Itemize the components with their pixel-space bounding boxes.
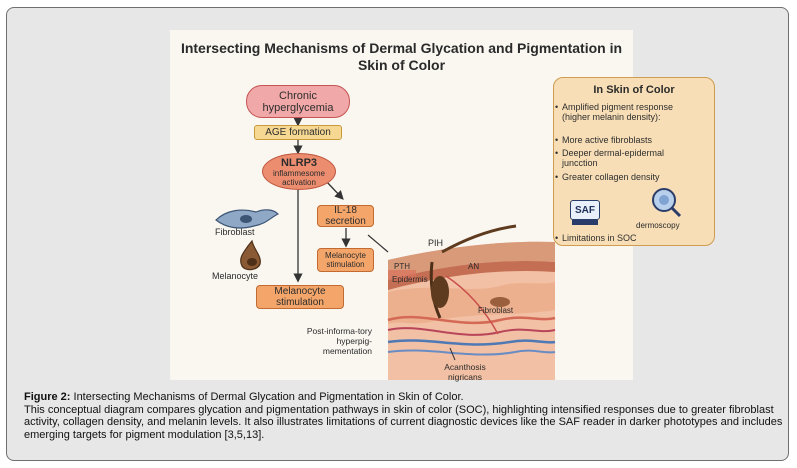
figure-image: Intersecting Mechanisms of Dermal Glycat… [170, 30, 715, 382]
skin-cross-section [387, 224, 556, 380]
melanocyte-icon [240, 239, 261, 271]
il18-label: IL-18 secretion [325, 205, 366, 227]
post-inflammatory-label: Post-informa-tory hyperpig-mementation [306, 326, 372, 356]
il18-box: IL-18 secretion [317, 205, 374, 227]
soc-item: Amplified pigment response (higher melan… [555, 102, 682, 122]
mel-stim-small-label: Melanocyte stimulation [325, 251, 366, 269]
arrow-acanthosis [449, 347, 456, 361]
caption-title: Intersecting Mechanisms of Dermal Glycat… [70, 391, 464, 403]
saf-reader: SAF [570, 200, 600, 220]
an-label: AN [468, 262, 480, 271]
nlrp3-box: NLRP3 inflammesome activation [262, 153, 336, 190]
epidermis-label: Epidermis [392, 275, 428, 284]
caption-label: Figure 2: [24, 391, 71, 403]
caption-body: This conceptual diagram compares glycati… [24, 403, 783, 441]
dermoscopy-label: dermoscopy [636, 221, 680, 230]
chronic-hyperglycemia-box: Chronic hyperglycemia [246, 85, 350, 118]
melanocyte-stimulation-small-box: Melanocyte stimulation [317, 248, 374, 272]
skin-fibroblast-label: Fibroblast [478, 306, 514, 315]
figure-title: Intersecting Mechanisms of Dermal Glycat… [180, 40, 623, 73]
soc-item: More active fibroblasts [555, 135, 702, 145]
dermoscopy-icon [652, 188, 682, 218]
pth-label: PTH [394, 262, 410, 271]
nlrp3-sub-label: inflammesome activation [272, 168, 325, 187]
arrow-to-skin [367, 234, 389, 253]
saf-reader-base [572, 220, 598, 225]
melanocyte-stimulation-box: Melanocyte stimulation [256, 285, 344, 309]
soc-item: Greater collagen density [555, 172, 702, 182]
chronic-label: Chronic hyperglycemia [262, 89, 334, 114]
soc-limitations: Limitations in SOC [555, 233, 702, 243]
figure-caption: Figure 2: Intersecting Mechanisms of Der… [24, 391, 784, 441]
mel-stim-big-label: Melanocyte stimulation [274, 286, 326, 308]
soc-title: In Skin of Color [593, 84, 675, 96]
soc-item: Deeper dermal-epidermal juncction [555, 148, 672, 168]
figure-frame: Intersecting Mechanisms of Dermal Glycat… [6, 7, 789, 461]
acanthosis-label: Acanthosis nigricans [444, 362, 486, 382]
age-formation-box: AGE formation [254, 125, 342, 140]
flow-arrows [215, 117, 556, 380]
fibroblast-icon [215, 209, 280, 229]
nlrp3-label: NLRP3 [280, 156, 318, 169]
skin-of-color-panel: In Skin of Color Amplified pigment respo… [553, 77, 715, 246]
melanocyte-label: Melanocyte [212, 271, 259, 281]
pih-label: PIH [428, 238, 444, 248]
fibroblast-label: Fibroblast [215, 227, 255, 237]
age-label: AGE formation [265, 127, 331, 138]
